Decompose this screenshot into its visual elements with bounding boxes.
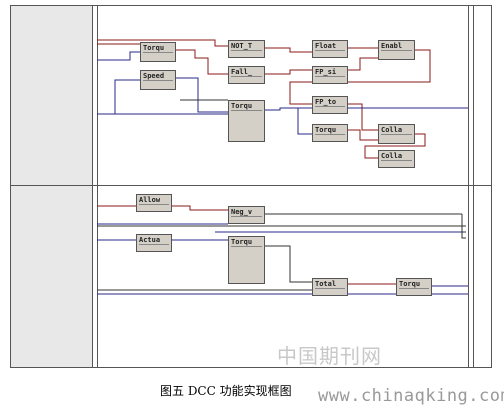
block-actua[interactable]: Actua [136,234,172,252]
block-fp-si[interactable]: FP_si [312,66,348,84]
block-label: Colla [381,126,412,135]
left-rail-top [11,6,92,185]
block-enabl[interactable]: Enabl [378,40,415,60]
block-label: Colla [381,152,412,161]
block-label: Total [315,280,345,289]
block-torqu-3[interactable]: Torqu [312,124,348,142]
block-label: FP_to [315,98,345,107]
block-label: Float [315,42,345,51]
block-label: Enabl [381,42,412,51]
block-fall[interactable]: Fall_ [228,66,265,84]
source-url: www.chinaqking.com [318,386,504,406]
wire [348,57,378,71]
watermark: 中国期刊网 [277,344,382,368]
block-speed[interactable]: Speed [140,70,176,90]
wire [297,108,312,135]
block-label: Torqu [231,238,262,247]
block-label: Fall_ [231,68,262,77]
wire [265,69,312,75]
block-neg-v[interactable]: Neg_v [228,206,265,224]
wire [175,49,228,75]
block-label: Actua [139,236,169,245]
block-torqu-5[interactable]: Torqu [396,278,432,296]
block-float[interactable]: Float [312,40,348,58]
wire [265,47,312,53]
wire [172,205,228,211]
wire [114,79,140,114]
wire [289,49,431,105]
block-colla-1[interactable]: Colla [378,124,415,144]
right-connectors [461,214,466,239]
block-label: NOT_T [231,42,262,51]
connector [461,214,466,239]
block-label: Torqu [399,280,429,289]
block-fp-to[interactable]: FP_to [312,96,348,114]
figure-caption: 图五 DCC 功能实现框图 [160,384,292,398]
block-label: Torqu [315,126,345,135]
wire [348,103,378,131]
wire [265,245,312,283]
block-colla-2[interactable]: Colla [378,150,415,168]
block-label: FP_si [315,68,345,77]
wires-top [97,39,468,159]
block-torqu-4[interactable]: Torqu [228,236,265,284]
wire [97,51,140,61]
left-rail-bottom [11,186,92,367]
wire [175,77,228,113]
block-label: Allow [139,196,169,205]
block-label: Speed [143,72,173,81]
block-label: Torqu [143,44,173,53]
block-torqu-1[interactable]: Torqu [140,42,176,62]
block-not-t[interactable]: NOT_T [228,40,265,58]
block-total[interactable]: Total [312,278,348,296]
wire [97,39,228,47]
block-label: Torqu [231,102,262,111]
wire [364,133,426,159]
wire [265,107,468,111]
block-allow[interactable]: Allow [136,194,172,212]
block-torqu-2[interactable]: Torqu [228,100,265,142]
block-label: Neg_v [231,208,262,217]
wire [348,129,378,141]
